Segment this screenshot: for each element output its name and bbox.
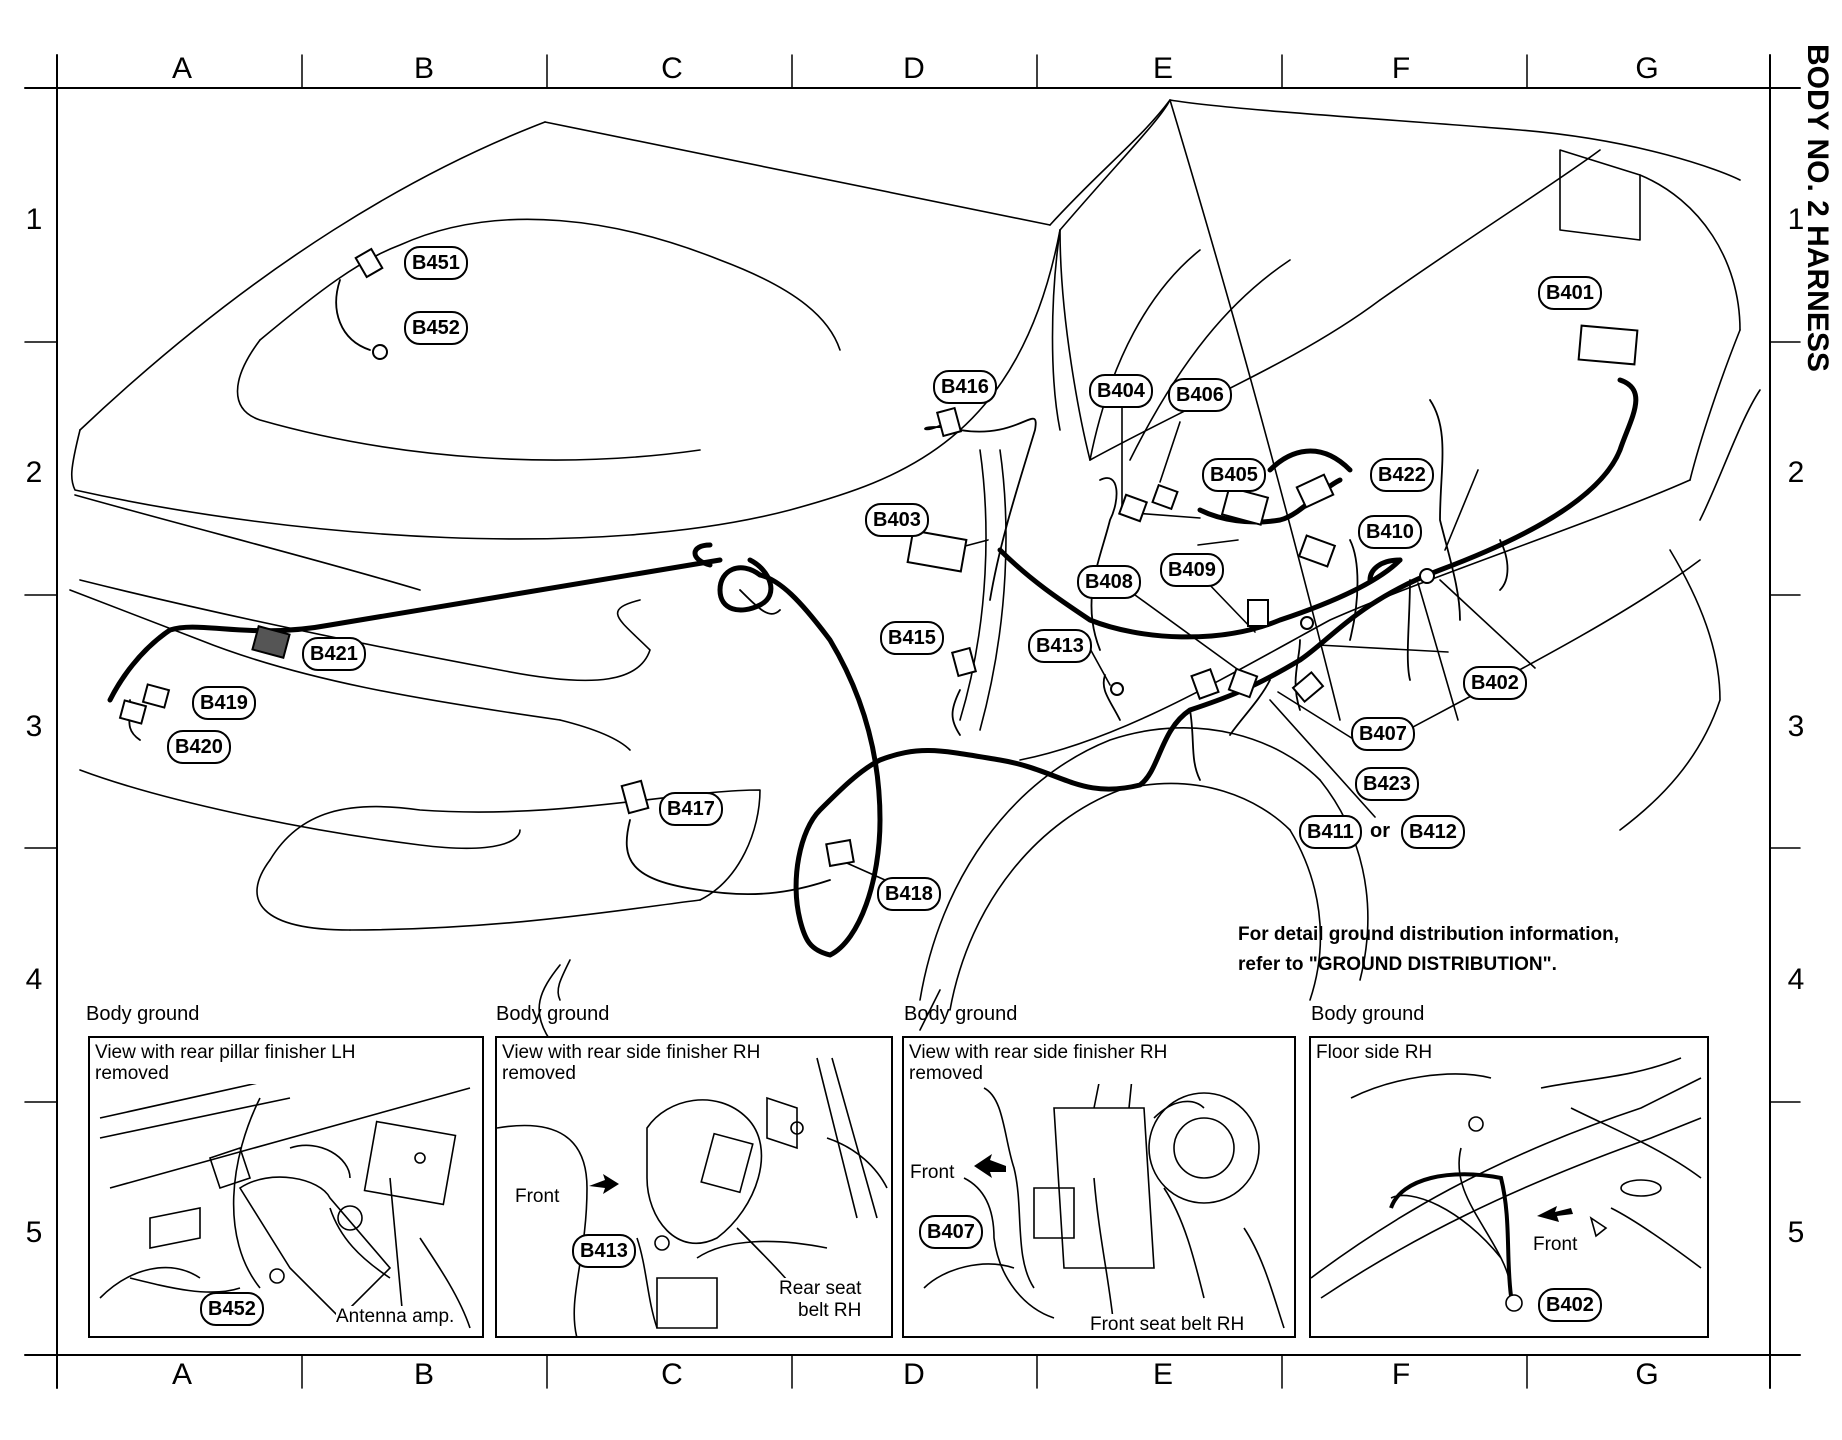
connector-b404: B404 (1089, 374, 1153, 408)
inset-1-title: Body ground (86, 1003, 200, 1025)
inset-2-rear-side: View with rear side finisher RH removed … (495, 1036, 893, 1338)
column-label-b-bottom: B (413, 1358, 434, 1391)
inset-3-drawing (923, 1057, 1285, 1329)
inset-1-label-antenna-amp: Antenna amp. (336, 1306, 455, 1328)
side-title: BODY NO. 2 HARNESS (1801, 44, 1834, 372)
inset-1-rear-pillar: View with rear pillar finisher LH remove… (88, 1036, 484, 1338)
inset-2-label-rear-seat-belt: Rear seat belt RH (779, 1278, 862, 1322)
column-label-d-bottom: D (903, 1358, 925, 1391)
row-label-2-right: 2 (1787, 456, 1805, 489)
connector-b411: B411 (1299, 815, 1362, 849)
ground-distribution-note: For detail ground distribution informati… (1238, 920, 1619, 980)
inset-3-caption: View with rear side finisher RH removed (909, 1042, 1168, 1084)
connector-b451: B451 (404, 246, 468, 280)
column-label-g-bottom: G (1635, 1358, 1659, 1391)
column-label-a-bottom: A (171, 1358, 192, 1391)
row-label-3-right: 3 (1787, 710, 1805, 743)
or-text: or (1370, 820, 1390, 842)
connector-b405: B405 (1202, 458, 1266, 492)
row-label-4-right: 4 (1787, 963, 1805, 996)
connector-b417: B417 (659, 792, 723, 826)
inset-2-caption: View with rear side finisher RH removed (502, 1042, 761, 1084)
connector-b406: B406 (1168, 378, 1232, 412)
inset-1-caption: View with rear pillar finisher LH remove… (95, 1042, 356, 1084)
inset-3-title: Body ground (904, 1003, 1018, 1025)
connector-b409: B409 (1160, 553, 1224, 587)
connector-b423: B423 (1355, 767, 1419, 801)
inset-4-floor-side: Floor side RH Front B402 (1309, 1036, 1709, 1338)
inset-1-drawing (99, 1077, 471, 1329)
connector-b403: B403 (865, 503, 929, 537)
column-label-e: E (1152, 52, 1173, 85)
connector-b452: B452 (404, 311, 468, 345)
connector-b410: B410 (1358, 515, 1422, 549)
inset-3-label-front-seat-belt: Front seat belt RH (1090, 1314, 1245, 1336)
column-label-f-bottom: F (1391, 1358, 1411, 1391)
inset-2-title: Body ground (496, 1003, 610, 1025)
connector-b418: B418 (877, 877, 941, 911)
note-line-2: refer to "GROUND DISTRIBUTION". (1238, 954, 1557, 975)
connector-b407: B407 (1351, 717, 1415, 751)
row-label-2: 2 (25, 456, 43, 489)
inset-4-drawing (1311, 1057, 1702, 1312)
column-label-b: B (413, 52, 434, 85)
column-label-c-bottom: C (661, 1358, 683, 1391)
inset-1-connector: B452 (200, 1292, 264, 1326)
connector-b408: B408 (1077, 565, 1141, 599)
inset-2-connector: B413 (572, 1234, 636, 1268)
connector-b415: B415 (880, 621, 944, 655)
connector-b420: B420 (167, 730, 231, 764)
inset-4-title: Body ground (1311, 1003, 1425, 1025)
inset-3-rear-side: View with rear side finisher RH removed … (902, 1036, 1296, 1338)
row-label-3: 3 (25, 710, 43, 743)
column-label-a: A (171, 52, 192, 85)
column-label-d: D (903, 52, 925, 85)
connector-b402: B402 (1463, 666, 1527, 700)
row-label-1: 1 (25, 203, 43, 236)
column-label-e-bottom: E (1152, 1358, 1173, 1391)
connector-b412: B412 (1401, 815, 1465, 849)
connector-b413: B413 (1028, 629, 1092, 663)
inset-4-caption: Floor side RH (1316, 1042, 1433, 1063)
connector-b422: B422 (1370, 458, 1434, 492)
inset-3-connector: B407 (919, 1215, 983, 1249)
row-label-5: 5 (25, 1216, 43, 1249)
row-label-4: 4 (25, 963, 43, 996)
column-label-c: C (661, 52, 683, 85)
inset-2-label-front: Front (515, 1186, 560, 1208)
row-label-5-right: 5 (1787, 1216, 1805, 1249)
connector-b421: B421 (302, 637, 366, 671)
inset-4-label-front: Front (1533, 1234, 1578, 1256)
row-label-1-right: 1 (1787, 203, 1805, 236)
column-label-f: F (1391, 52, 1411, 85)
column-label-g: G (1635, 52, 1659, 85)
connector-b419: B419 (192, 686, 256, 720)
connector-b401: B401 (1538, 276, 1602, 310)
inset-4-connector: B402 (1538, 1288, 1602, 1322)
note-line-1: For detail ground distribution informati… (1238, 924, 1620, 945)
inset-3-label-front: Front (910, 1162, 955, 1184)
inset-2-drawing (497, 1057, 888, 1336)
connector-b416: B416 (933, 370, 997, 404)
